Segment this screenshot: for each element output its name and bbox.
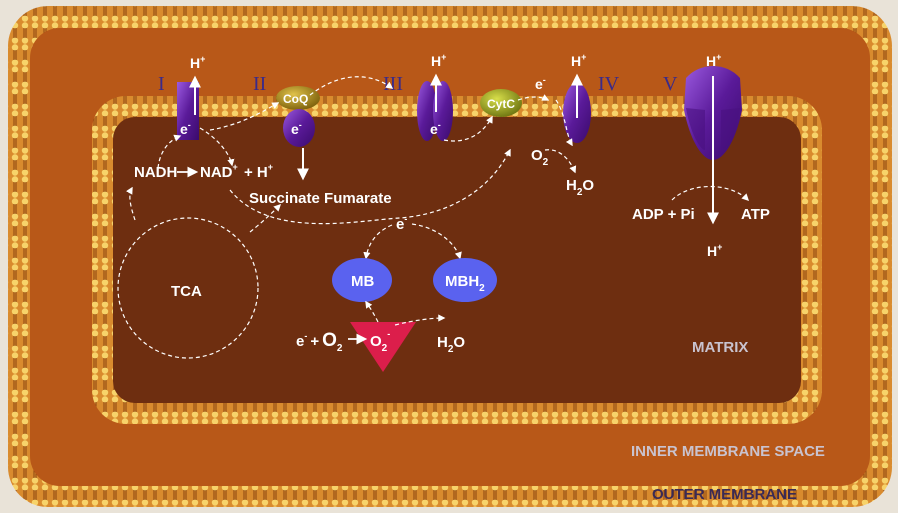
complex-i-protein xyxy=(177,82,199,140)
electron-to-mbh2-path xyxy=(411,223,462,260)
atp-label: ATP xyxy=(741,206,770,223)
mid-electron-label: e- xyxy=(396,214,407,233)
tca-label: TCA xyxy=(171,283,202,300)
superoxide-to-mb-path xyxy=(365,300,379,323)
superoxide-equation: e-+O2 xyxy=(296,330,343,354)
complex-iii-protein-right xyxy=(433,81,453,141)
complex-i-proton: H+ xyxy=(190,54,205,71)
superoxide-label: O2- xyxy=(370,329,390,354)
superoxide-to-h2o-path xyxy=(394,314,446,326)
complex-i-electron: e- xyxy=(180,120,191,137)
complex-iii-proton: H+ xyxy=(431,52,446,69)
complex-ii-electron: e- xyxy=(291,120,302,137)
o2-to-h2o-path xyxy=(544,149,577,174)
adp-to-atp-path xyxy=(671,185,750,202)
complex-v-shadow-left xyxy=(686,108,705,150)
tca-cycle xyxy=(117,217,259,359)
cytc-ellipse xyxy=(480,89,522,117)
complex-i-to-coq-path xyxy=(209,102,280,131)
mb-label: MB xyxy=(351,273,374,290)
complex-v-shadow-right xyxy=(721,108,740,150)
complex-i-to-nad-path xyxy=(199,127,235,167)
complex-iv-label: IV xyxy=(598,73,620,95)
complex-i-label: I xyxy=(158,73,165,95)
complex-iv-electron-path xyxy=(555,99,573,147)
electron-to-mb-path xyxy=(363,224,393,260)
complex-iii-electron: e- xyxy=(430,120,441,137)
succinate-fumarate-label: Succinate Fumarate xyxy=(249,190,392,207)
complex-v-proton-bottom: H+ xyxy=(707,242,722,259)
cytc-to-complex-iv-path xyxy=(517,94,550,101)
mbh2-ellipse xyxy=(433,258,497,302)
electron-leak-path xyxy=(229,148,511,225)
complex-iv-proton: H+ xyxy=(571,52,586,69)
matrix-label: MATRIX xyxy=(692,339,748,356)
coq-label: CoQ xyxy=(283,92,308,106)
tca-to-nadh-path xyxy=(126,186,136,221)
mb-ellipse xyxy=(332,258,392,302)
nad-label: NAD+ xyxy=(200,162,238,181)
coq-ellipse xyxy=(276,86,320,110)
outer-membrane-label: OUTER MEMBRANE xyxy=(652,486,797,503)
complex-iii-protein-left xyxy=(417,81,437,141)
mbh2-label: MBH2 xyxy=(445,273,485,294)
complex-iv-electron: e- xyxy=(535,75,546,92)
complex-iii-label: III xyxy=(383,73,403,95)
cytc-label: CytC xyxy=(487,97,515,111)
nadh-to-complex-i-path xyxy=(157,134,182,169)
complex-ii-protein xyxy=(283,109,315,147)
inner-membrane-space-label: INNER MEMBRANE SPACE xyxy=(631,443,825,460)
nadh-label: NADH xyxy=(134,164,177,181)
complex-ii-label: II xyxy=(253,73,266,95)
plus-h-label: + H+ xyxy=(244,162,273,181)
complex-v-proton-top: H+ xyxy=(706,52,721,69)
tca-to-succinate-path xyxy=(249,203,282,233)
complex-v-label: V xyxy=(663,73,678,95)
complex-iv-o2: O2 xyxy=(531,147,549,168)
coq-to-complex-iii-path xyxy=(309,76,394,96)
complex-iv-h2o: H2O xyxy=(566,177,594,198)
water-label: H2O xyxy=(437,334,465,355)
adp-label: ADP + Pi xyxy=(632,206,695,223)
